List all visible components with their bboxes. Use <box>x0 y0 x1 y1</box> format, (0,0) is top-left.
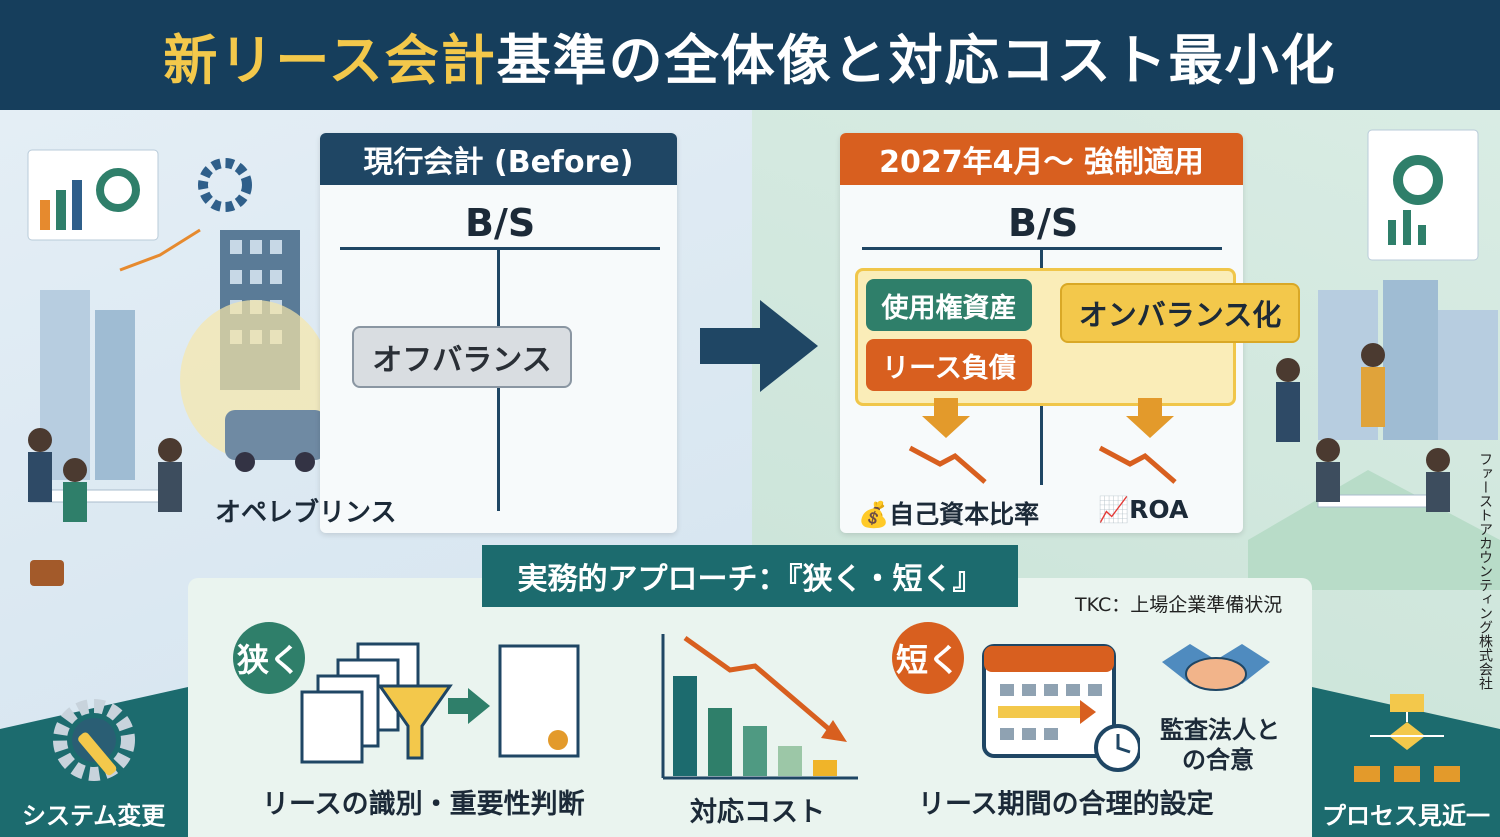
approach-ribbon: 実務的アプローチ：『狭く・短く』 <box>482 545 1018 607</box>
title-highlight: 新リース会計 <box>163 28 497 92</box>
trend-arrowhead <box>821 720 847 742</box>
cost-bar <box>778 746 802 776</box>
money-bag-icon: 💰 <box>858 500 890 529</box>
right-arrow-icon <box>448 688 490 724</box>
tkc-note: TKC：上場企業準備状況 <box>1075 594 1283 616</box>
title-bar: 新リース会計 基準の全体像と対応コスト最小化 <box>0 0 1500 110</box>
person-icon <box>158 438 182 462</box>
audit-label-line1: 監査法人と <box>1160 716 1280 744</box>
after-bs-title: B/S <box>1008 201 1079 245</box>
line-chart-icon: 📈 <box>1098 495 1130 524</box>
down-arrow-icon <box>922 398 970 438</box>
briefcase-icon <box>30 560 64 586</box>
cost-bar <box>743 726 767 776</box>
person-icon <box>1361 343 1385 367</box>
off-balance-label: オフバランス <box>352 326 572 388</box>
on-balance-label: オンバランス化 <box>1060 283 1300 343</box>
short-badge: 短く <box>892 622 964 694</box>
roa-label: 📈ROA <box>1098 495 1188 525</box>
gear-wrench-icon <box>53 699 135 781</box>
trend-down-icon <box>1098 445 1177 484</box>
system-change-label: システム変更 <box>22 802 166 830</box>
after-bs-hline <box>862 247 1222 250</box>
filter-documents-illustration <box>300 642 580 764</box>
before-bs-hline <box>340 247 660 250</box>
equity-ratio-label: 💰自己資本比率 <box>858 495 1039 531</box>
person-icon <box>1316 438 1340 462</box>
narrow-label: リースの識別・重要性判断 <box>262 789 585 820</box>
handshake-icon <box>1162 644 1270 691</box>
cost-chart <box>661 634 858 780</box>
person-icon <box>63 458 87 482</box>
before-bs-title: B/S <box>465 201 536 245</box>
calendar-illustration <box>982 644 1140 772</box>
process-label: プロセス見近一 <box>1322 802 1490 830</box>
person-icon <box>1276 358 1300 382</box>
flowchart-icon <box>1354 694 1460 782</box>
narrow-badge: 狭く <box>233 622 305 694</box>
trend-down-icon <box>908 445 987 484</box>
before-header: 現行会計 (Before) <box>320 133 677 185</box>
cost-bar <box>673 676 697 776</box>
title-rest: 基準の全体像と対応コスト最小化 <box>496 28 1337 92</box>
office-illustration-left <box>27 149 330 586</box>
short-label: リース期間の合理的設定 <box>918 789 1214 820</box>
trend-arrow <box>683 635 832 732</box>
after-header: 2027年4月～ 強制適用 <box>840 133 1243 185</box>
approach-ribbon-text: 実務的アプローチ：『狭く・短く』 <box>517 562 983 597</box>
gear-icon <box>198 158 252 212</box>
equity-ratio-text: 自己資本比率 <box>889 500 1040 529</box>
op-lease-label: オペレブリンス <box>215 498 397 528</box>
van-icon <box>225 410 325 460</box>
funnel-icon <box>377 684 453 760</box>
company-credit: ファーストアカウンティング株式会社 <box>1477 452 1493 690</box>
roa-text: ROA <box>1129 495 1189 524</box>
person-icon <box>1426 448 1450 472</box>
lease-liability-label: リース負債 <box>866 339 1032 391</box>
right-of-use-asset-label: 使用権資産 <box>866 279 1032 331</box>
transition-arrow-icon <box>700 300 818 392</box>
person-icon <box>28 428 52 452</box>
audit-label-line2: の合意 <box>1182 746 1254 774</box>
cost-label: 対応コスト <box>690 797 825 828</box>
office-illustration-right <box>1248 129 1500 590</box>
decline-arrows <box>908 398 1177 484</box>
document-icon <box>300 690 364 764</box>
cost-bar <box>813 760 837 776</box>
cost-bar <box>708 708 732 776</box>
down-arrow-icon <box>1126 398 1174 438</box>
